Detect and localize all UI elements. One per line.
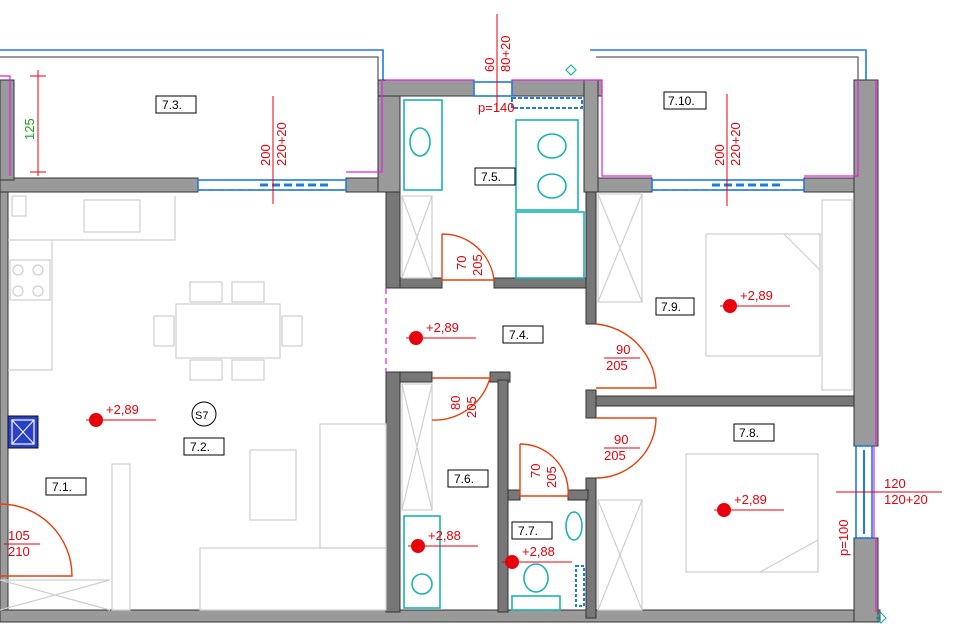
grid-markers <box>565 64 887 624</box>
stair-marker: S7 <box>191 401 217 427</box>
svg-text:7.10.: 7.10. <box>668 94 695 108</box>
door-width: 80 <box>448 396 463 410</box>
balcony-height-dimension: 125 <box>22 118 37 140</box>
level-marker: +2,89 <box>714 492 784 517</box>
level-marker: +2,88 <box>502 544 572 569</box>
room-tag-7-4[interactable]: 7.4. <box>502 325 544 344</box>
level-marker: +2,89 <box>720 288 790 313</box>
room-tag-7-1[interactable]: 7.1. <box>45 477 87 496</box>
window-width: 200 <box>712 144 727 166</box>
door-dimensions: 70 205 90 205 80 205 90 205 70 205 105 2… <box>4 254 640 559</box>
level-value: +2,89 <box>106 402 139 417</box>
level-markers: +2,89 +2,89 +2,89 +2,89 +2,88 +2,88 <box>86 288 790 569</box>
door-height: 205 <box>604 448 626 463</box>
window-rough-opening: 220+20 <box>728 122 743 166</box>
sanitary-fixtures <box>403 99 585 611</box>
room-tag-7-5[interactable]: 7.5. <box>474 167 516 186</box>
svg-text:7.2.: 7.2. <box>190 440 210 454</box>
room-tag-7-9[interactable]: 7.9. <box>655 297 695 316</box>
room-tag-7-6[interactable]: 7.6. <box>447 469 489 488</box>
svg-text:7.8.: 7.8. <box>739 426 759 440</box>
stair-marker-label: S7 <box>195 410 208 422</box>
door-width: 70 <box>528 464 543 478</box>
room-tag-7-8[interactable]: 7.8. <box>733 423 775 442</box>
door-height: 205 <box>470 254 485 276</box>
svg-text:7.6.: 7.6. <box>454 472 474 486</box>
windows <box>197 81 873 539</box>
room-tag-7-3[interactable]: 7.3. <box>155 95 197 114</box>
level-value: +2,89 <box>740 288 773 303</box>
window-rough-opening: 220+20 <box>274 122 289 166</box>
level-value: +2,88 <box>522 544 555 559</box>
window-rough-opening: 120+20 <box>884 492 928 507</box>
level-marker: +2,89 <box>406 320 476 345</box>
svg-text:7.4.: 7.4. <box>509 328 529 342</box>
door-height: 205 <box>544 466 559 488</box>
door-width: 90 <box>616 342 630 357</box>
doors <box>0 233 657 577</box>
window-width: 200 <box>258 144 273 166</box>
boiler-icon <box>7 415 39 449</box>
level-value: +2,88 <box>428 528 461 543</box>
door-width: 90 <box>614 432 628 447</box>
level-value: +2,89 <box>426 320 459 335</box>
window-rough-opening: 80+20 <box>498 35 513 72</box>
room-tags: 7.3. 7.10. 7.5. 7.4. 7.9. 7.8. 7.6. 7.7 <box>45 91 775 540</box>
door-height: 205 <box>464 396 479 418</box>
svg-text:7.9.: 7.9. <box>661 300 681 314</box>
level-value: +2,89 <box>734 492 767 507</box>
furniture <box>0 193 853 611</box>
svg-text:7.1.: 7.1. <box>52 480 72 494</box>
svg-text:7.3.: 7.3. <box>162 98 182 112</box>
room-tag-7-7[interactable]: 7.7. <box>511 521 553 540</box>
door-height: 205 <box>606 358 628 373</box>
room-tag-7-10[interactable]: 7.10. <box>663 91 707 110</box>
level-marker: +2,89 <box>86 402 156 427</box>
svg-text:7.5.: 7.5. <box>481 170 501 184</box>
svg-text:7.7.: 7.7. <box>518 524 538 538</box>
door-width: 105 <box>8 528 30 543</box>
room-tag-7-2[interactable]: 7.2. <box>183 437 225 456</box>
door-width: 70 <box>454 256 469 270</box>
window-sill-height: p=140 <box>478 100 515 115</box>
window-dimensions: 200 220+20 60 80+20 p=140 200 220+20 120… <box>22 35 928 556</box>
window-width: 60 <box>482 58 497 72</box>
window-width: 120 <box>884 476 906 491</box>
dimension-lines <box>30 14 942 493</box>
balcony-railings <box>0 49 867 80</box>
window-sill-height: p=100 <box>836 519 851 556</box>
door-height: 210 <box>8 544 30 559</box>
level-marker: +2,88 <box>408 528 478 553</box>
